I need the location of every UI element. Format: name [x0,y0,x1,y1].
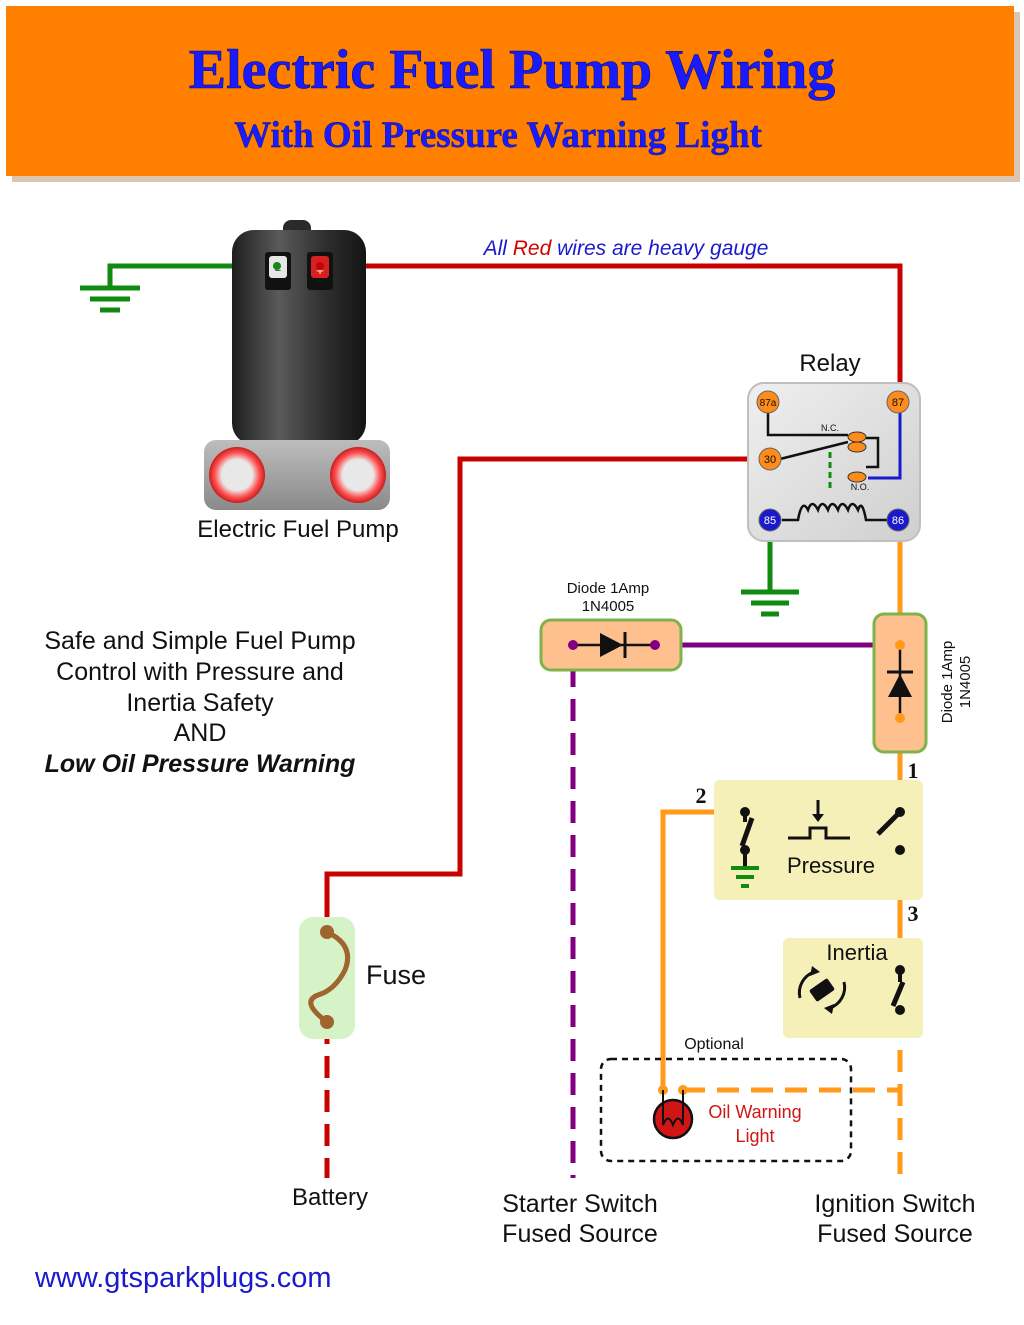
svg-text:Inertia Safety: Inertia Safety [126,689,274,717]
website-link[interactable]: www.gtsparkplugs.com [34,1262,332,1294]
inertia-label: Inertia [826,940,888,965]
svg-text:N.C.: N.C. [821,423,839,433]
diode-starter: Diode 1Amp 1N4005 [539,580,683,672]
battery-label: Battery [292,1184,368,1211]
relay-pin-87a [756,390,780,414]
relay-ground-symbol [741,589,799,617]
relay: Relay N.C. N.O. 87a 87 30 85 86 [747,350,921,542]
ignition-source-label: Ignition Switch [814,1190,975,1218]
relay-pin-30 [758,447,782,471]
svg-text:Oil Warning: Oil Warning [708,1102,801,1122]
svg-text:Diode 1Amp: Diode 1Amp [939,641,956,724]
relay-coil [782,502,888,522]
fuse-label: Fuse [366,960,426,990]
svg-text:N.O.: N.O. [851,482,870,492]
svg-text:Low Oil Pressure Warning: Low Oil Pressure Warning [45,750,356,778]
svg-text:87a: 87a [760,398,777,409]
inertia-switch: Inertia [783,938,923,1038]
pump-ground-symbol [80,285,140,313]
page-title: Electric Fuel Pump Wiring [189,39,836,101]
svg-text:Safe and Simple Fuel Pump: Safe and Simple Fuel Pump [44,627,355,655]
svg-text:−: − [275,265,281,277]
diode-symbol [600,633,623,657]
pump-to-relay87-wire [320,263,903,400]
fuse-element [308,929,351,1025]
heavy-gauge-note: All Red wires are heavy gauge [482,237,769,260]
relay-pin-87 [886,390,910,414]
pump-label: Electric Fuel Pump [197,516,398,543]
svg-text:85: 85 [764,515,776,527]
relay-pin-86 [886,508,910,532]
fuse: Fuse [299,917,426,1039]
starter-source-label: Starter Switch [502,1190,658,1218]
relay-pin-85 [758,508,782,532]
svg-text:30: 30 [764,454,776,466]
pressure-switch: Pressure 1 2 3 [696,758,923,926]
pump-inlet-port [209,447,265,503]
fuel-pump: − + Electric Fuel Pump [197,220,399,543]
description-text: Safe and Simple Fuel Pump Control with P… [44,627,355,778]
terminal-2-label: 2 [696,783,707,808]
pump-ground-wire [107,263,277,288]
header-banner: Electric Fuel Pump Wiring With Oil Press… [6,6,1020,182]
svg-text:1N4005: 1N4005 [582,598,635,615]
svg-text:1N4005: 1N4005 [957,656,974,709]
optional-label: Optional [684,1036,744,1053]
relay-title: Relay [799,350,860,377]
terminal-1-label: 1 [908,758,919,783]
relay30-to-fuse-wire [324,456,768,932]
svg-text:AND: AND [174,719,227,747]
diode-symbol [888,674,912,697]
page-subtitle: With Oil Pressure Warning Light [234,115,762,156]
svg-text:86: 86 [892,515,904,527]
inertia-rotation-icon [797,966,847,1014]
svg-text:Control with Pressure and: Control with Pressure and [56,658,344,686]
svg-text:Diode 1Amp: Diode 1Amp [567,580,650,597]
warning-lamp [652,1098,694,1140]
ignition-source-label-2: Fused Source [817,1220,973,1248]
pump-outlet-port [330,447,386,503]
svg-text:+: + [316,263,324,278]
diode-ignition: Diode 1Amp 1N4005 [872,612,974,754]
oil-warning-light: Optional Oil Warning Light [599,1036,853,1163]
starter-source-label-2: Fused Source [502,1220,658,1248]
pressure-label: Pressure [787,853,875,878]
svg-text:Light: Light [735,1126,774,1146]
svg-text:87: 87 [892,397,904,409]
terminal-3-label: 3 [908,901,919,926]
